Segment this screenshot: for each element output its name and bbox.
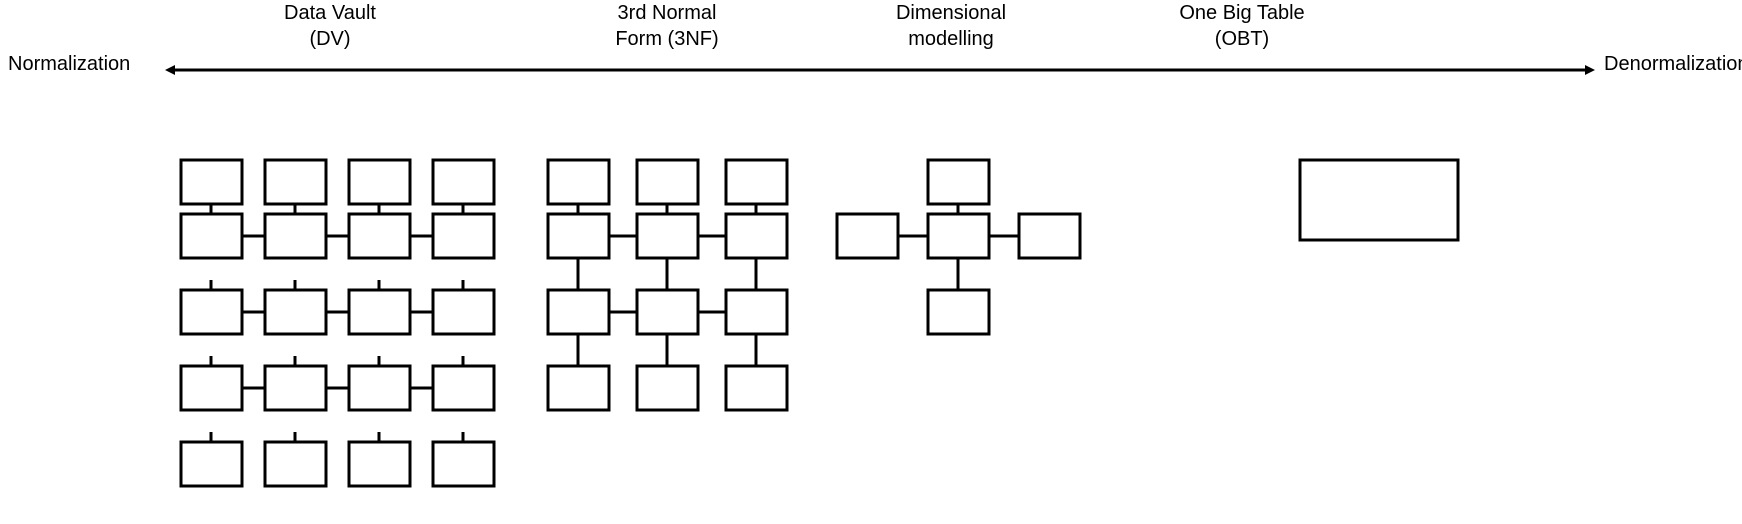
dv-tables — [179, 158, 496, 488]
table-box-dimension-right — [1017, 212, 1082, 260]
table-box — [263, 440, 328, 488]
star-tables — [835, 158, 1082, 336]
table-box — [635, 212, 700, 260]
table-box — [347, 440, 412, 488]
table-box — [347, 158, 412, 206]
category-label-line1: Data Vault — [284, 2, 376, 24]
table-box — [347, 364, 412, 412]
category-label-data-vault: Data Vault (DV) — [230, 0, 430, 52]
category-label-line2: (DV) — [309, 28, 351, 50]
table-box-dimension-bottom — [926, 288, 991, 336]
category-label-line1: 3rd Normal — [617, 2, 717, 24]
table-box-dimension-top — [926, 158, 991, 206]
category-label-line2: (OBT) — [1214, 28, 1270, 50]
table-box — [546, 288, 611, 336]
table-box — [431, 440, 496, 488]
category-label-line2: modelling — [908, 28, 994, 50]
axis-label-normalization: Normalization — [8, 53, 131, 75]
table-box — [179, 364, 244, 412]
table-box — [724, 288, 789, 336]
table-box — [179, 158, 244, 206]
table-box — [635, 158, 700, 206]
3nf-tables — [546, 158, 789, 412]
table-box — [263, 212, 328, 260]
table-box — [347, 212, 412, 260]
table-box — [263, 364, 328, 412]
model-one-big-table — [1298, 158, 1460, 242]
table-box — [724, 364, 789, 412]
model-third-normal-form — [546, 158, 789, 412]
table-box — [263, 158, 328, 206]
table-box — [635, 364, 700, 412]
category-label-obt: One Big Table (OBT) — [1142, 0, 1342, 52]
table-box — [546, 212, 611, 260]
table-box — [179, 288, 244, 336]
table-box — [431, 212, 496, 260]
category-label-line1: Dimensional — [895, 2, 1007, 24]
category-label-line2: Form (3NF) — [615, 28, 719, 50]
model-data-vault — [179, 158, 496, 488]
table-box — [431, 158, 496, 206]
category-label-line1: One Big Table — [1179, 2, 1305, 24]
table-box — [179, 212, 244, 260]
table-box-dimension-left — [835, 212, 900, 260]
table-box — [724, 212, 789, 260]
dv-connectors — [209, 204, 465, 464]
table-box-fact-center — [926, 212, 991, 260]
table-box — [347, 288, 412, 336]
axis-label-denormalization: Denormalization — [1604, 53, 1742, 75]
table-box — [431, 364, 496, 412]
table-box — [724, 158, 789, 206]
star-connectors — [898, 204, 1019, 290]
model-dimensional-modelling — [835, 158, 1082, 336]
table-box — [635, 288, 700, 336]
table-box — [179, 440, 244, 488]
category-label-dimensional: Dimensional modelling — [851, 0, 1051, 52]
table-box — [546, 364, 611, 412]
table-box — [263, 288, 328, 336]
table-box — [546, 158, 611, 206]
table-box-one-big-table — [1298, 158, 1460, 242]
3nf-connectors — [576, 204, 758, 366]
table-box — [431, 288, 496, 336]
